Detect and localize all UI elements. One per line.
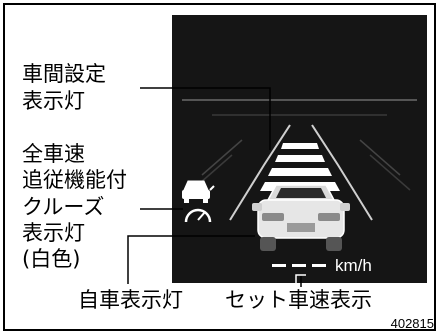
cruise-indicator-icon [182, 180, 215, 223]
cruise-label-line5: (白色) [22, 247, 81, 271]
side-lane-left [201, 139, 243, 176]
side-lane-right-2 [369, 154, 411, 191]
meter-display [172, 15, 427, 283]
speed-unit: km/h [335, 256, 372, 275]
cruise-label-line4: 表示灯 [22, 221, 85, 245]
display-graphics [182, 99, 417, 267]
leader-gap-setting [140, 87, 271, 150]
side-lane-right [359, 139, 401, 176]
gap-bar-3 [268, 168, 332, 176]
set-speed-dashes [272, 264, 326, 267]
leader-own-vehicle [127, 235, 255, 284]
road-edge-left [229, 124, 291, 221]
cruise-label-line1: 全車速 [22, 142, 85, 166]
own-vehicle-label: 自車表示灯 [78, 288, 183, 312]
figure-number: 402815 [390, 316, 434, 331]
gap-bar-2 [275, 155, 325, 162]
own-vehicle-icon [252, 184, 350, 251]
cruise-label-line3: クルーズ [22, 195, 105, 219]
gap-bar-1 [281, 143, 319, 149]
gap-setting-label-line1: 車間設定 [22, 62, 106, 86]
leader-set-speed-top [295, 274, 306, 286]
cruise-label-line2: 追従機能付 [22, 168, 127, 192]
road-edge-right [311, 124, 373, 221]
set-speed-label: セット車速表示 [225, 288, 372, 312]
gap-setting-label-line2: 表示灯 [22, 89, 85, 113]
